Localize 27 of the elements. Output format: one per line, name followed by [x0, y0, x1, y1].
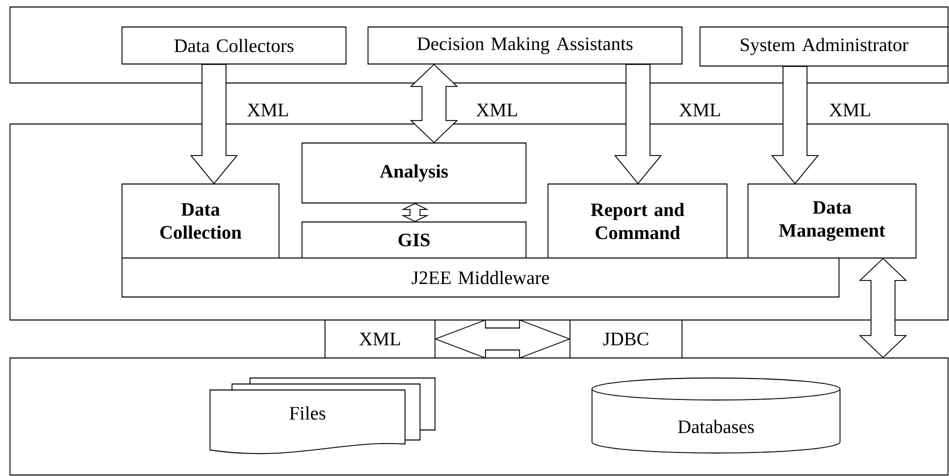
- block-arrow: [614, 64, 662, 184]
- component-box: XML: [324, 320, 436, 358]
- block-arrow: [410, 64, 458, 144]
- block-arrow: [771, 66, 819, 184]
- layer-panel: [10, 6, 948, 84]
- edge-label: XML: [828, 102, 872, 118]
- layer-panel: [10, 358, 948, 476]
- component-box: Data Collectors: [122, 26, 346, 64]
- component-box: Report and Command: [548, 184, 728, 258]
- database-cylinder: Databases: [592, 378, 840, 454]
- component-box: J2EE Middleware: [122, 258, 840, 298]
- component-box: Data Collection: [122, 184, 280, 258]
- block-arrow: [858, 258, 908, 358]
- edge-label: XML: [678, 102, 722, 118]
- component-box: Data Management: [748, 184, 916, 258]
- component-box: System Administrator: [700, 26, 948, 66]
- component-box: JDBC: [570, 320, 682, 358]
- layer-panel: [10, 124, 948, 320]
- component-box: Decision Making Assistants: [368, 26, 682, 64]
- edge-label: XML: [246, 102, 290, 118]
- document-stack: Files: [210, 378, 436, 454]
- block-arrow: [434, 319, 571, 359]
- block-arrow: [401, 202, 429, 222]
- component-box: Analysis: [302, 142, 526, 204]
- block-arrow: [190, 64, 238, 184]
- component-box: GIS: [302, 222, 526, 258]
- edge-label: XML: [474, 102, 520, 118]
